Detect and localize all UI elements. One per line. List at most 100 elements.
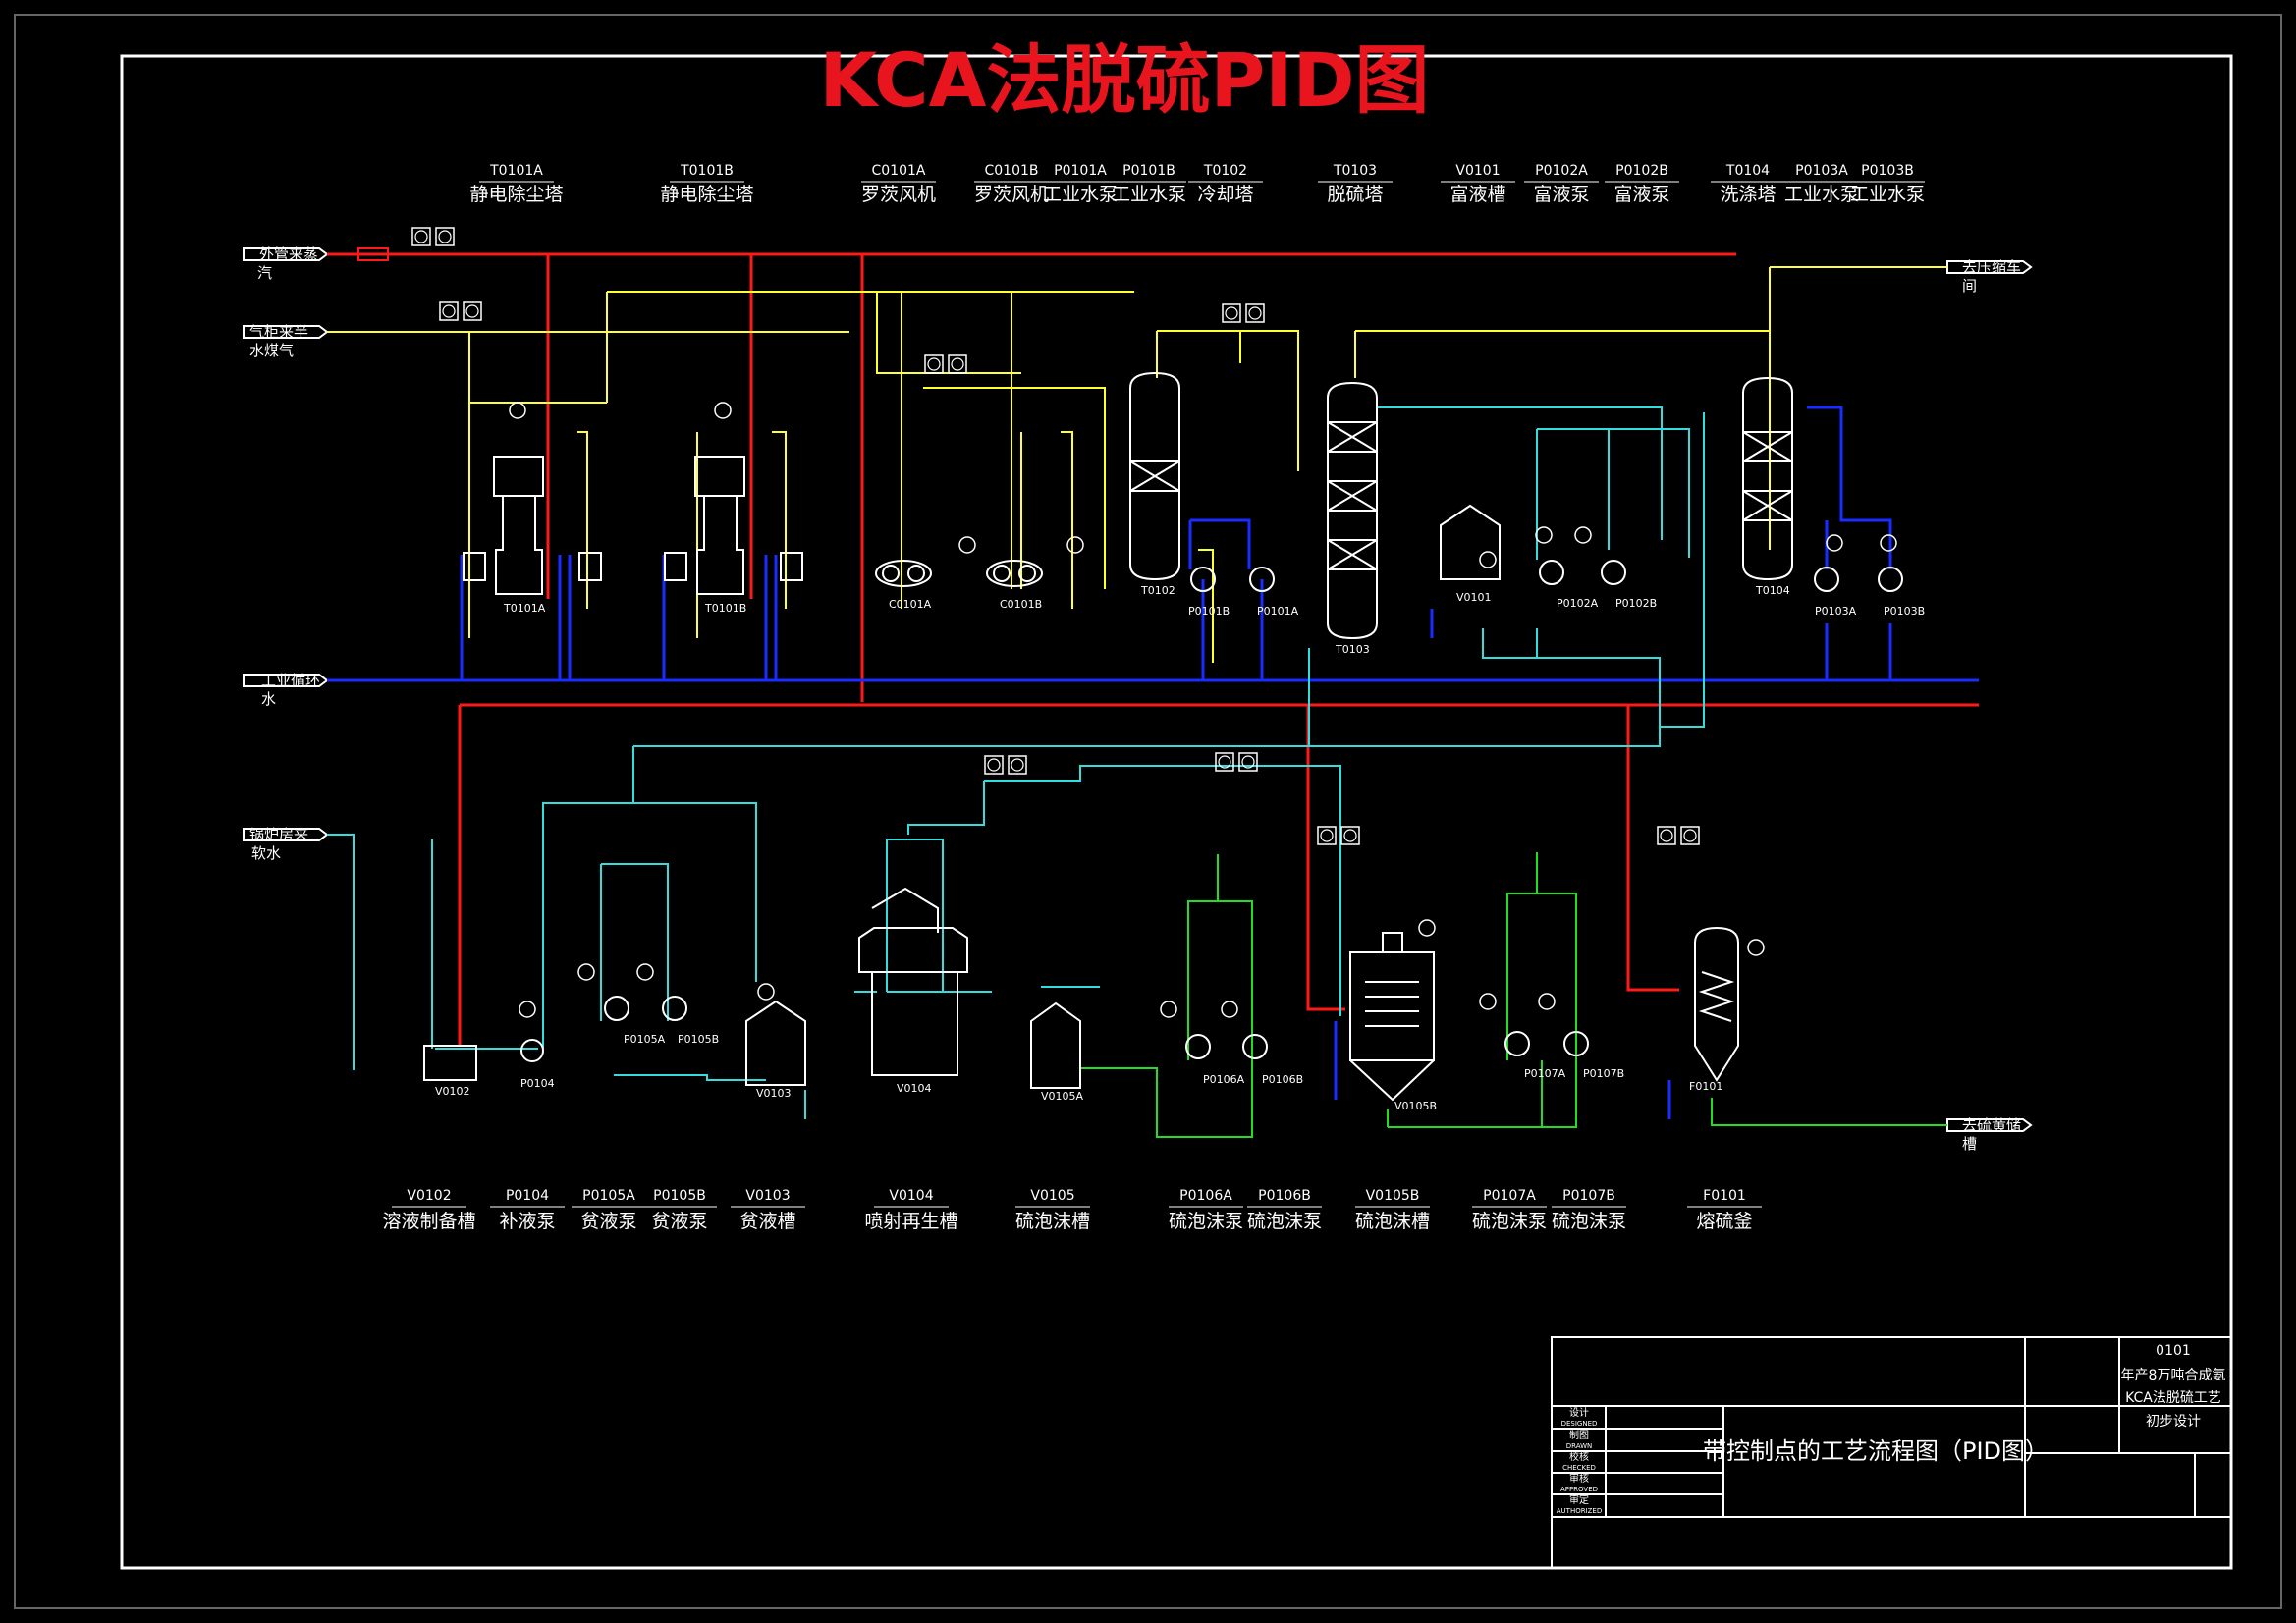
equipment-tag-label: V0104 [889, 1188, 933, 1204]
instrument-box [1238, 752, 1258, 772]
stream-sulfur-label-2: 槽 [1962, 1135, 1977, 1153]
tag-v0101: V0101 [1456, 591, 1492, 604]
drawing-name: 带控制点的工艺流程图（PID图） [1703, 1437, 2049, 1465]
stream-flags [243, 247, 2033, 1132]
role-cn: 审定 [1569, 1493, 1589, 1506]
bottom-equipment-labels: V0102溶液制备槽P0104补液泵P0105A贫液泵P0105B贫液泵V010… [382, 1188, 1762, 1232]
instrument-box [439, 301, 459, 321]
stream-gas-label-2: 水煤气 [249, 342, 294, 359]
equipment-shapes [423, 371, 1903, 1102]
title-block-text: 0101 年产8万吨合成氨 KCA法脱硫工艺 初步设计 带控制点的工艺流程图（P… [1557, 1343, 2226, 1515]
instrument-box [463, 301, 482, 321]
stream-cw-label: 工业循环 [261, 672, 320, 689]
instrument-bubble [987, 758, 1001, 772]
instrument-box [1222, 303, 1241, 323]
equipment-name-label: 硫泡沫泵 [1169, 1211, 1243, 1232]
equipment-name-label: 贫液泵 [580, 1211, 636, 1232]
instrument-box [1680, 826, 1700, 845]
equipment-tag-label: P0104 [506, 1188, 549, 1204]
equipment-name-label: 硫泡沫槽 [1355, 1211, 1430, 1232]
tag-p0102b: P0102B [1615, 597, 1657, 610]
equipment-name-label: 罗茨风机 [974, 184, 1049, 205]
equipment-tag-label: V0103 [745, 1188, 790, 1204]
equipment-tag-label: P0103B [1861, 163, 1914, 179]
stream-steam-label: 外管来蒸 [259, 245, 318, 263]
tag-p0103a: P0103A [1815, 605, 1857, 618]
equipment-name-label: 补液泵 [499, 1211, 555, 1232]
instrument-box [1340, 826, 1360, 845]
title-block-roles: 设计DESIGNED制图DRAWN校核CHECKED审核APPROVED审定AU… [1557, 1406, 1603, 1515]
equipment-tag-label: T0103 [1333, 163, 1377, 179]
stream-sulfur-label: 去硫黄储 [1962, 1116, 2021, 1134]
tag-v0105b: V0105B [1394, 1100, 1437, 1112]
instrument-box [948, 354, 967, 374]
tag-v0104: V0104 [897, 1082, 932, 1095]
role-en: AUTHORIZED [1557, 1507, 1603, 1515]
equipment-tag-label: P0103A [1795, 163, 1848, 179]
diagram-title: KCA法脱硫PID图 [819, 36, 1429, 124]
equipment-name-label: 富液槽 [1449, 184, 1505, 205]
equipment-tag-label: V0101 [1455, 163, 1500, 179]
equipment-tag-label: V0102 [407, 1188, 451, 1204]
equipment-name-label: 静电除尘塔 [469, 184, 563, 205]
equipment-name-label: 贫液泵 [651, 1211, 707, 1232]
tag-c0101b: C0101B [1000, 598, 1042, 611]
tag-f0101: F0101 [1689, 1080, 1722, 1093]
equipment-name-label: 溶液制备槽 [382, 1211, 475, 1232]
equipment-tag-label: P0102A [1535, 163, 1588, 179]
instrument-box [411, 227, 431, 246]
equipment-tag-label: P0106A [1179, 1188, 1232, 1204]
project-line-3: 初步设计 [2146, 1413, 2201, 1430]
equipment-name-label: 工业水泵 [1850, 184, 1925, 205]
equipment-name-label: 贫液槽 [739, 1211, 795, 1232]
water-lines [327, 406, 1979, 1119]
equipment-tag-label: C0101B [984, 163, 1038, 179]
solution-lines [327, 406, 1705, 1119]
instrument-bubble [577, 963, 595, 981]
title-block [1551, 1336, 2232, 1569]
instrument-bubble [1248, 306, 1262, 320]
tag-p0101a: P0101A [1257, 605, 1299, 618]
tag-v0103: V0103 [756, 1087, 792, 1100]
instrument-box [1657, 826, 1676, 845]
equipment-name-label: 喷射再生槽 [864, 1211, 957, 1232]
instrument-bubble [1826, 534, 1843, 552]
instrument-bubble [1011, 758, 1024, 772]
instrument-box [1317, 826, 1337, 845]
role-cn: 设计 [1569, 1406, 1589, 1419]
instrument-bubble [519, 1001, 536, 1018]
role-cn: 制图 [1569, 1429, 1589, 1441]
tag-t0101a: T0101A [503, 602, 546, 615]
role-en: DRAWN [1566, 1442, 1593, 1450]
instrument-bubble [1683, 829, 1697, 842]
project-line-2: KCA法脱硫工艺 [2125, 1390, 2221, 1406]
equipment-tag-label: V0105B [1366, 1188, 1420, 1204]
equipment-tag-label: P0106B [1258, 1188, 1311, 1204]
instrument-bubble [442, 304, 456, 318]
equipment-tag-label: P0107A [1483, 1188, 1536, 1204]
equipment-name-label: 脱硫塔 [1327, 184, 1383, 205]
tag-p0105b: P0105B [678, 1033, 719, 1046]
equipment-name-label: 熔硫釜 [1696, 1211, 1752, 1232]
drawing-border [120, 54, 2233, 1570]
instrument-box [1008, 755, 1027, 775]
equipment-tag-label: P0105A [582, 1188, 635, 1204]
instrument-bubble [509, 402, 526, 419]
instrument-bubble [1880, 534, 1897, 552]
equipment-name-label: 硫泡沫泵 [1472, 1211, 1547, 1232]
stream-gas-label: 气柜来半 [249, 323, 308, 341]
instrument-bubble [438, 230, 452, 243]
tag-p0104: P0104 [520, 1077, 555, 1090]
instrument-bubble [958, 536, 976, 554]
instrument-bubble [636, 963, 654, 981]
instrument-bubble [1221, 1001, 1238, 1018]
equipment-name-label: 罗茨风机 [861, 184, 936, 205]
tag-c0101a: C0101A [889, 598, 932, 611]
instrument-box [1215, 752, 1234, 772]
equipment-tag-label: P0101B [1122, 163, 1175, 179]
instrument-bubble [1320, 829, 1334, 842]
role-en: CHECKED [1562, 1464, 1596, 1472]
role-en: APPROVED [1560, 1486, 1598, 1493]
role-cn: 校核 [1569, 1450, 1589, 1463]
